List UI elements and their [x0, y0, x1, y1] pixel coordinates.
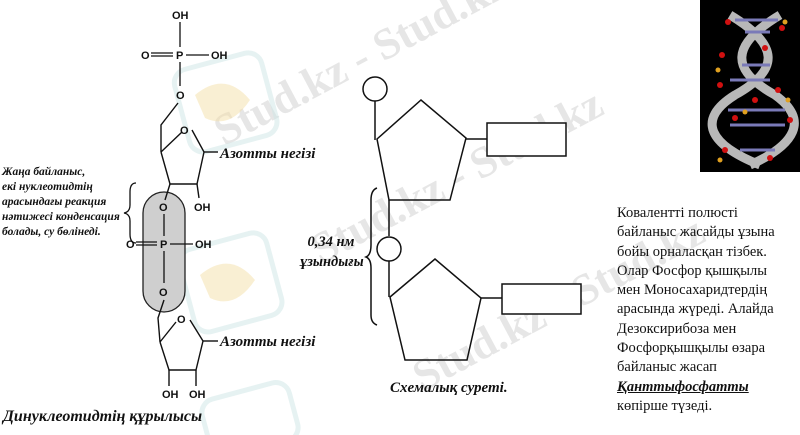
description-line: байланыс жасайды ұзына	[617, 224, 775, 241]
phosphate-circle-icon	[376, 236, 402, 262]
description-line: бойы орналасқан тізбек.	[617, 243, 767, 260]
length-word: ұзындығы	[300, 254, 364, 270]
chem-ring-o-bottom: O	[177, 314, 186, 326]
base-label-bottom: Азотты негізі	[219, 334, 316, 350]
length-value: 0,34 нм	[307, 234, 355, 250]
description-line: арасында жүреді. Алайда	[617, 301, 774, 318]
chem-oh-left: OH	[162, 389, 179, 401]
base-label-top: Азотты негізі	[219, 146, 316, 162]
chem-oh-right-bottom: OH	[189, 389, 206, 401]
chem-oh-top: OH	[172, 10, 189, 22]
chem-bridge-o-top: O	[159, 202, 168, 214]
base-rectangle-icon	[501, 283, 582, 315]
description-emphasis: Қанттыфосфатты	[617, 378, 749, 395]
base-rectangle-icon	[486, 122, 567, 157]
sugar-pentagon-icon	[389, 258, 482, 361]
dinucleotide-title: Динуклеотидтің құрылысы	[3, 408, 203, 425]
description-line: Ковалентті полюсті	[617, 205, 738, 221]
dna-helix-image	[700, 0, 800, 172]
description-line: мен Моносахаридтердің	[617, 282, 768, 299]
chem-ring-o: O	[180, 125, 189, 137]
description-line: Олар Фосфор қышқылы	[617, 262, 767, 279]
description-text: Ковалентті полюсті байланыс жасайды ұзын…	[617, 204, 800, 416]
watermark-logo-icon	[199, 380, 301, 435]
description-line: көпірше түзеді.	[617, 397, 713, 414]
note-line: екі нуклеотидтің	[2, 181, 93, 193]
chem-bridge-o-bottom: O	[159, 287, 168, 299]
description-line: байланыс жасап	[617, 359, 717, 376]
sugar-pentagon-icon	[376, 99, 467, 201]
brace-icon	[123, 182, 137, 244]
phosphate-circle-icon	[362, 76, 388, 102]
description-line: Фосфорқышқылы өзара	[617, 340, 766, 357]
note-line: Жаңа байланыс,	[2, 166, 86, 178]
note-line: болады, су бөлінеді.	[2, 226, 101, 238]
watermark-logo-icon	[171, 50, 280, 155]
note-line: арасындағы реакция	[2, 196, 107, 208]
chem-bridge-p: P	[160, 239, 167, 251]
chem-bridge-oh: OH	[195, 239, 212, 251]
chem-bridge-o-double: O	[126, 239, 135, 251]
brace-icon	[363, 187, 378, 326]
chem-oh-right: OH	[211, 50, 228, 62]
condensation-note: Жаңа байланыс, екі нуклеотидтің арасында…	[2, 165, 127, 240]
schematic-caption: Схемалық суреті.	[390, 380, 508, 396]
chem-o-link: O	[176, 90, 185, 102]
chem-o-double: O	[141, 50, 150, 62]
chem-p: P	[176, 50, 183, 62]
chem-oh: OH	[194, 202, 211, 214]
note-line: нәтижесі конденсация	[2, 211, 120, 223]
description-line: Дезоксирибоза мен	[617, 320, 737, 337]
dna-helix-icon	[707, 11, 799, 170]
watermark-logo-icon	[176, 230, 285, 335]
length-label: 0,34 нм ұзындығы	[300, 232, 364, 272]
